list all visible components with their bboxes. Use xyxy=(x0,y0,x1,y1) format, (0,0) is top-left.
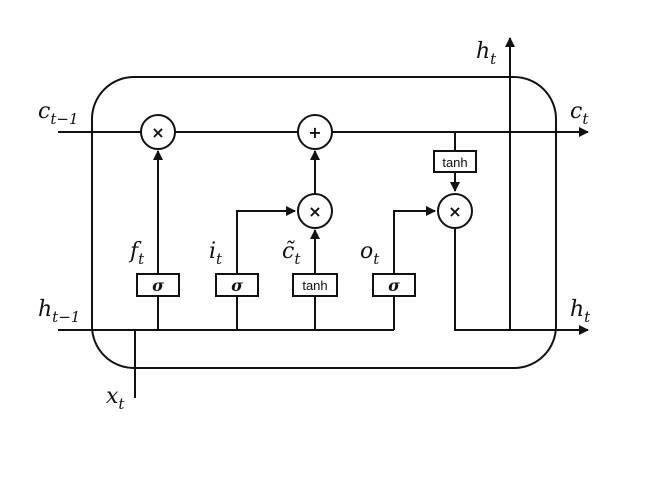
output-sigma-gate: σ xyxy=(372,273,416,297)
f-t-label: ft xyxy=(128,239,145,268)
o-t-label: ot xyxy=(360,239,380,268)
input-gate-arrow xyxy=(236,206,296,274)
sigma-label: σ xyxy=(231,276,243,295)
cell-boundary xyxy=(91,76,557,369)
output-multiply-op: × xyxy=(437,193,473,229)
i-t-label: it xyxy=(209,239,223,268)
h-t-top-label: ht xyxy=(476,39,497,68)
cell-add-op: + xyxy=(297,114,333,150)
h-t-right-label: ht xyxy=(570,297,591,326)
candidate-tanh-gate: tanh xyxy=(292,273,338,297)
cell-tanh-gate: tanh xyxy=(433,150,477,173)
input-multiply-op: × xyxy=(297,193,333,229)
c-prev-label: ct−1 xyxy=(38,99,78,128)
c-t-label: ct xyxy=(570,99,589,128)
h-prev-label: ht−1 xyxy=(38,297,80,326)
output-gate-arrow xyxy=(393,206,436,274)
tanh-label: tanh xyxy=(442,155,467,170)
hidden-output-arrow xyxy=(454,229,589,335)
x-t-label: xt xyxy=(106,384,125,413)
multiply-symbol: × xyxy=(308,202,321,221)
c-tilde-label: c̃t xyxy=(282,239,301,268)
tanh-label: tanh xyxy=(302,278,327,293)
forget-sigma-gate: σ xyxy=(136,273,180,297)
forget-multiply-op: × xyxy=(140,114,176,150)
sigma-label: σ xyxy=(152,276,164,295)
multiply-symbol: × xyxy=(448,202,461,221)
sigma-label: σ xyxy=(388,276,400,295)
multiply-symbol: × xyxy=(151,123,164,142)
input-sigma-gate: σ xyxy=(215,273,259,297)
add-symbol: + xyxy=(308,123,321,142)
